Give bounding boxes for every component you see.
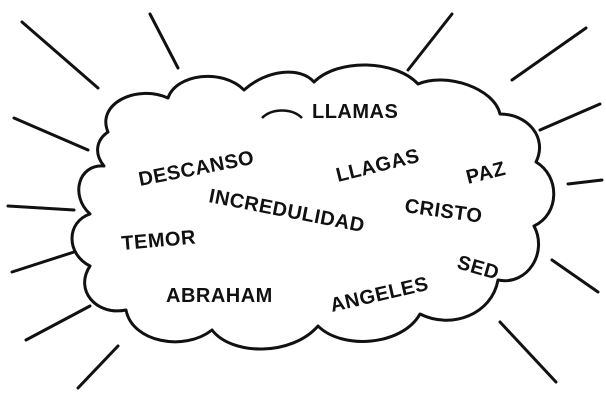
burst-line (550, 258, 600, 294)
burst-line (6, 204, 76, 212)
burst-line (20, 20, 100, 90)
word-abraham: ABRAHAM (166, 285, 273, 307)
burst-line (10, 250, 76, 274)
cloud-outline (70, 63, 556, 351)
burst-lines (6, 12, 604, 390)
burst-line (566, 178, 604, 186)
cloud-inner-arc (261, 109, 303, 119)
burst-line (510, 26, 588, 82)
burst-line (148, 12, 180, 70)
burst-line (76, 344, 120, 390)
burst-line (406, 12, 454, 72)
burst-line (498, 320, 558, 384)
word-llamas: LLAMAS (312, 101, 398, 123)
burst-line (24, 304, 92, 342)
burst-line (12, 116, 90, 152)
burst-line (538, 102, 602, 132)
